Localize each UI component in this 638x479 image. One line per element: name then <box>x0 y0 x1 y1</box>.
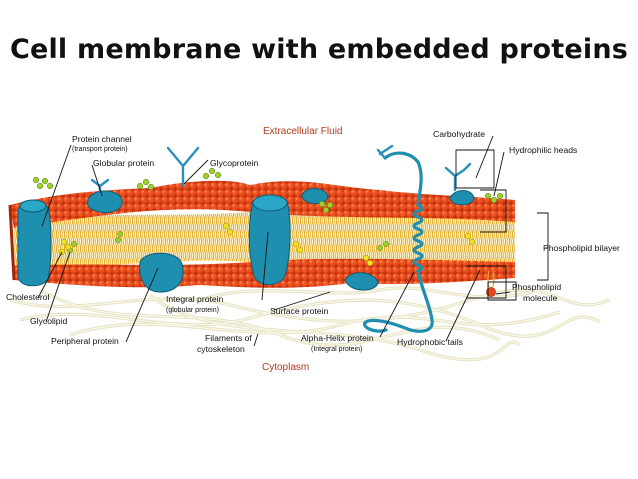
label-phospholipid-molecule-1: Phospholipid <box>512 282 561 292</box>
label-glycolipid: Glycolipid <box>30 316 67 326</box>
leader-lines <box>37 135 548 347</box>
label-protein-channel: Protein channel <box>72 134 132 144</box>
label-filaments-1: Filaments of <box>205 333 252 343</box>
label-filaments-2: cytoskeleton <box>197 344 245 354</box>
indicator-brackets <box>455 149 549 301</box>
region-extracellular-fluid: Extracellular Fluid <box>263 126 342 137</box>
label-carbohydrate: Carbohydrate <box>433 129 485 139</box>
cholesterol-molecules <box>58 222 476 267</box>
surface-protein-shape <box>344 272 379 291</box>
label-integral-protein: Integral protein <box>166 294 224 304</box>
label-integral-protein-sub: (globular protein) <box>166 307 219 314</box>
label-hydrophobic-tails: Hydrophobic tails <box>397 337 463 347</box>
label-alpha-helix: Alpha-Helix protein <box>301 333 374 343</box>
integral-proteins <box>17 188 475 293</box>
label-glycoprotein: Glycoprotein <box>210 158 258 168</box>
label-phospholipid-bilayer: Phospholipid bilayer <box>543 243 620 253</box>
region-cytoplasm: Cytoplasm <box>262 362 309 373</box>
label-protein-channel-sub: (transport protein) <box>72 146 128 153</box>
label-globular-protein: Globular protein <box>93 158 154 168</box>
phospholipid-molecule <box>486 270 496 297</box>
page-title: Cell membrane with embedded proteins <box>9 34 629 65</box>
label-phospholipid-molecule-2: molecule <box>523 293 558 303</box>
label-cholesterol: Cholesterol <box>6 292 50 302</box>
label-surface-protein: Surface protein <box>270 306 329 316</box>
label-alpha-helix-sub: (Integral protein) <box>311 346 362 353</box>
label-hydrophilic-heads: Hydrophilic heads <box>509 145 577 155</box>
glycolipids <box>32 167 504 253</box>
label-peripheral-protein: Peripheral protein <box>51 336 119 346</box>
